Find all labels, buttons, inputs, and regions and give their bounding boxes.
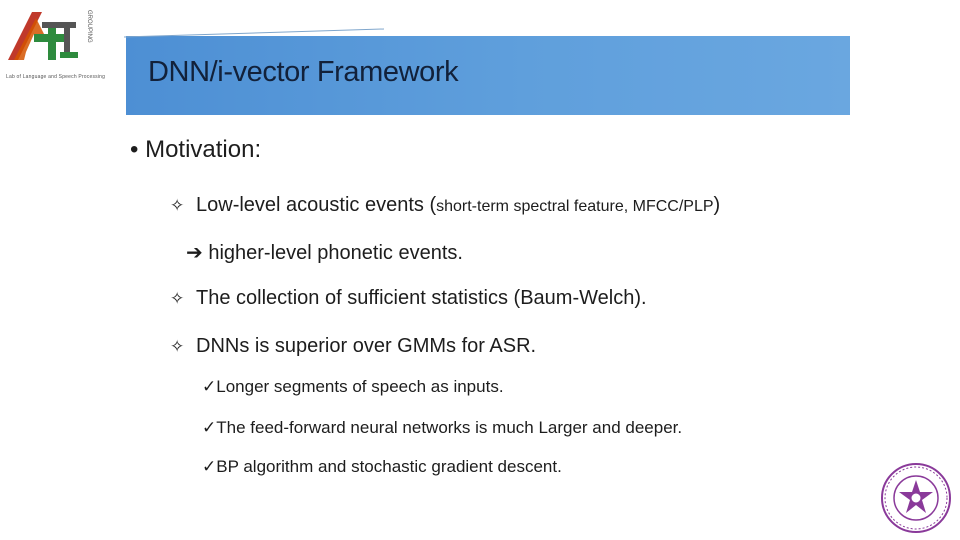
- point-text: The collection of sufficient statistics …: [196, 287, 647, 309]
- four-point-star-icon: ✧: [170, 337, 185, 356]
- university-seal-icon: [880, 462, 952, 534]
- motivation-label: Motivation:: [145, 136, 262, 163]
- check-item: ✓BP algorithm and stochastic gradient de…: [202, 457, 562, 477]
- logo-caption: Lab of Language and Speech Processing: [6, 74, 106, 80]
- list-item: ✧ DNNs is superior over GMMs for ASR.: [170, 335, 536, 358]
- point-text: Low-level acoustic events (: [196, 194, 437, 216]
- logo-side-text: GROUPING: [86, 10, 92, 43]
- arrow-right-icon: ➔: [186, 242, 203, 264]
- list-item: ✧ Low-level acoustic events (short-term s…: [170, 194, 720, 217]
- slide-title: DNN/i-vector Framework: [148, 56, 459, 88]
- check-item: ✓The feed-forward neural networks is muc…: [202, 418, 682, 438]
- check-item: ✓Longer segments of speech as inputs.: [202, 377, 504, 397]
- check-text: BP algorithm and stochastic gradient des…: [216, 457, 562, 476]
- list-item: ✧ The collection of sufficient statistics…: [170, 287, 647, 310]
- checkmark-icon: ✓: [202, 418, 217, 437]
- check-text: The feed-forward neural networks is much…: [216, 418, 683, 437]
- four-point-star-icon: ✧: [170, 289, 185, 308]
- ast-logo-icon: GROUPING: [4, 4, 96, 76]
- check-text: Longer segments of speech as inputs.: [216, 377, 504, 396]
- bullet-dot-icon: •: [130, 136, 139, 163]
- title-accent-line: [124, 28, 384, 38]
- title-bar: [126, 36, 850, 115]
- list-item: ➔ higher-level phonetic events.: [186, 240, 463, 265]
- point-small-text: short-term spectral feature, MFCC/PLP: [436, 198, 714, 215]
- four-point-star-icon: ✧: [170, 196, 185, 215]
- point-text: DNNs is superior over GMMs for ASR.: [196, 335, 537, 357]
- motivation-heading: • Motivation:: [130, 136, 261, 164]
- checkmark-icon: ✓: [202, 377, 217, 396]
- point-text: higher-level phonetic events.: [208, 242, 463, 264]
- checkmark-icon: ✓: [202, 457, 217, 476]
- point-tail: ): [713, 194, 721, 216]
